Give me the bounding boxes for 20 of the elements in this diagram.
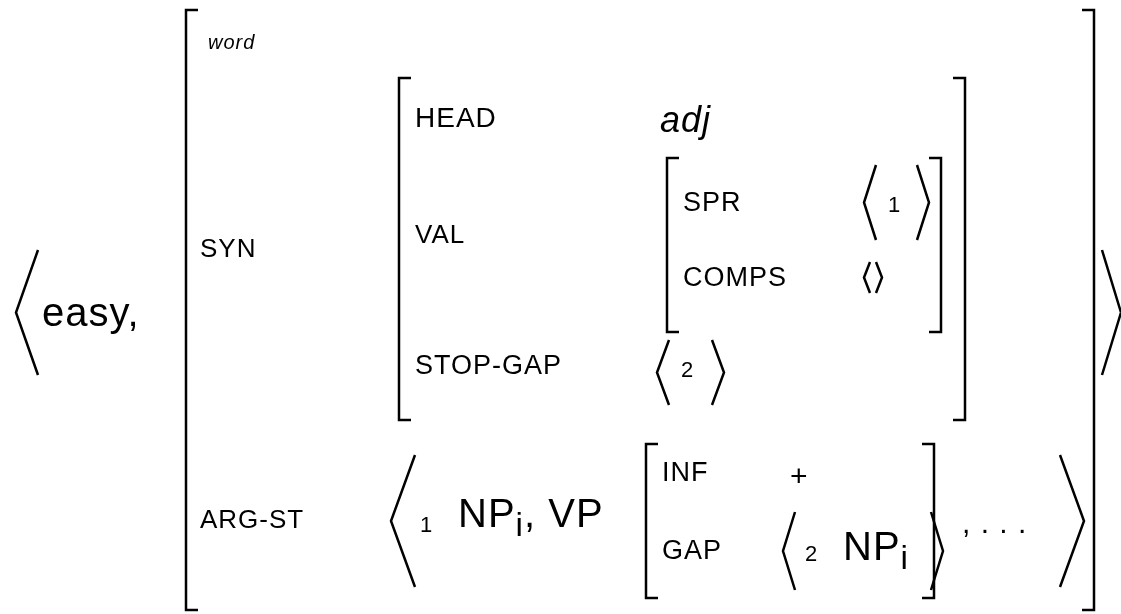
type-text: word	[208, 32, 256, 52]
value-text: easy,	[42, 292, 140, 332]
feature-label: SPR	[683, 188, 742, 216]
tag-number: 1	[420, 514, 434, 536]
feature-label: COMPS	[683, 263, 787, 291]
feature-label: ARG-ST	[200, 506, 305, 532]
tag-number: 2	[681, 359, 695, 381]
value-text: , . . .	[962, 508, 1028, 538]
tag-number: 1	[888, 194, 902, 216]
feature-label: VAL	[415, 221, 466, 247]
feature-label: HEAD	[415, 104, 497, 132]
value-text: NP$_{i}$	[843, 525, 909, 575]
tag-number: 2	[805, 543, 819, 565]
value-text: +	[790, 461, 809, 491]
feature-label: SYN	[200, 235, 257, 261]
value-text: adj	[660, 102, 712, 138]
value-text: NP$_{i}$, VP	[458, 492, 604, 542]
feature-label: GAP	[662, 536, 723, 564]
feature-label: INF	[662, 458, 709, 486]
feature-label: STOP-GAP	[415, 351, 563, 379]
